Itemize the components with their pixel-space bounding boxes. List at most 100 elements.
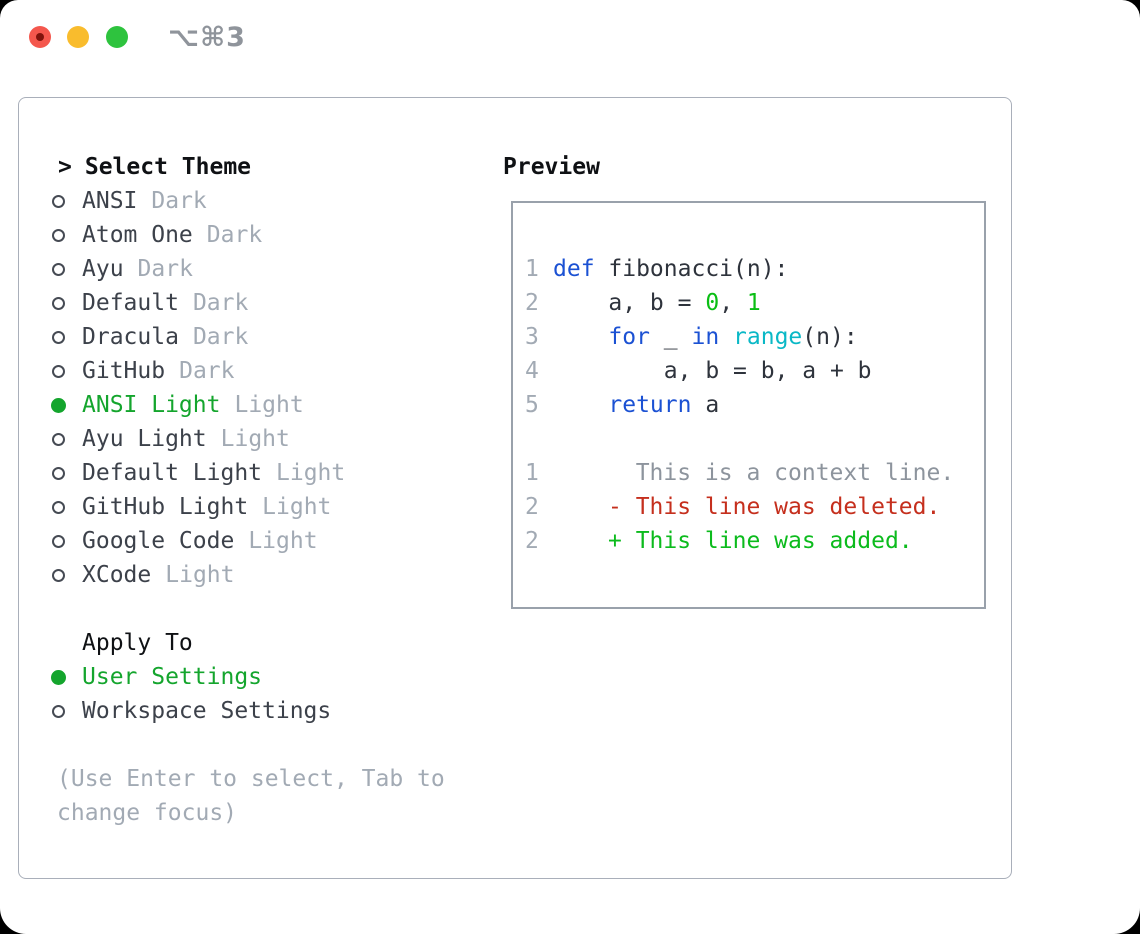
zoom-button[interactable]: [106, 26, 128, 48]
theme-name: XCode: [82, 562, 152, 588]
theme-name: Ayu Light: [82, 426, 207, 452]
theme-name: Atom One: [82, 222, 193, 248]
code-token: a, b =: [553, 290, 706, 316]
radio-unselected-icon: [52, 432, 65, 446]
diff-added-line: 2+ This line was added.: [525, 524, 984, 558]
code-token: a, b = b, a + b: [553, 358, 872, 384]
theme-option-atom-one-dark[interactable]: Atom One Dark: [49, 218, 481, 252]
diff-context-line: 1 This is a context line.: [525, 456, 984, 490]
apply-option-user-settings[interactable]: User Settings: [49, 660, 481, 694]
theme-option-default-light[interactable]: Default Light Light: [49, 456, 481, 490]
spacer: [49, 728, 481, 762]
theme-variant-badge: Dark: [151, 188, 207, 214]
theme-name: Default Light: [82, 460, 263, 486]
theme-option-ansi-dark[interactable]: ANSI Dark: [49, 184, 481, 218]
radio-unselected-icon: [52, 704, 65, 718]
code-token: def: [553, 256, 595, 282]
radio-unselected-icon: [52, 262, 65, 276]
radio-unselected-icon: [52, 500, 65, 514]
theme-option-default-dark[interactable]: Default Dark: [49, 286, 481, 320]
line-number: 2: [525, 494, 539, 520]
theme-selector-panel: > Select Theme ANSI Dark Atom One Dark A…: [18, 97, 1012, 879]
radio-unselected-icon: [52, 466, 65, 480]
line-number: 5: [525, 392, 539, 418]
code-token: for: [608, 324, 650, 350]
diff-text: - This line was deleted.: [608, 494, 941, 520]
code-line: 4 a, b = b, a + b: [525, 354, 984, 388]
radio-unselected-icon: [52, 364, 65, 378]
title-bar: ⌥⌘3: [0, 0, 1140, 70]
radio-unselected-icon: [52, 296, 65, 310]
apply-to-header: Apply To: [49, 626, 481, 660]
select-theme-title: Select Theme: [84, 154, 252, 180]
theme-name: Google Code: [82, 528, 235, 554]
radio-unselected-icon: [52, 568, 65, 582]
theme-variant-badge: Light: [248, 528, 318, 554]
close-button-dot-icon: [36, 33, 44, 41]
preview-title: Preview: [503, 154, 600, 180]
theme-option-google-code-light[interactable]: Google Code Light: [49, 524, 481, 558]
code-token: [553, 324, 608, 350]
theme-variant-badge: Dark: [192, 290, 249, 316]
radio-selected-icon: [51, 669, 66, 685]
line-number: 1: [525, 460, 539, 486]
theme-option-github-dark[interactable]: GitHub Dark: [49, 354, 481, 388]
theme-option-ayu-light[interactable]: Ayu Light Light: [49, 422, 481, 456]
theme-option-ansi-light[interactable]: ANSI Light Light: [49, 388, 481, 422]
code-line: 3 for _ in range(n):: [525, 320, 984, 354]
code-token: 1: [746, 290, 761, 316]
code-token: a: [691, 392, 720, 418]
theme-variant-badge: Dark: [192, 324, 249, 350]
theme-name: Ayu: [82, 256, 124, 282]
minimize-button[interactable]: [67, 26, 89, 48]
theme-name: GitHub Light: [82, 494, 249, 520]
select-theme-header: > Select Theme: [49, 150, 481, 184]
code-token: _: [649, 324, 692, 350]
theme-variant-badge: Light: [220, 426, 290, 452]
code-line: 2 a, b = 0, 1: [525, 286, 984, 320]
theme-name: ANSI: [82, 188, 138, 214]
theme-option-xcode-light[interactable]: XCode Light: [49, 558, 481, 592]
radio-unselected-icon: [52, 330, 65, 344]
line-number: 1: [525, 256, 539, 282]
left-column: > Select Theme ANSI Dark Atom One Dark A…: [49, 150, 481, 830]
diff-deleted-line: 2 - This line was deleted.: [525, 490, 984, 524]
code-token: return: [608, 392, 692, 418]
apply-option-label: Workspace Settings: [82, 698, 332, 724]
window-shortcut-label: ⌥⌘3: [168, 22, 246, 53]
code-token: range: [733, 324, 803, 350]
theme-name: GitHub: [82, 358, 166, 384]
code-token: [719, 324, 733, 350]
code-token: fibonacci(n):: [594, 256, 789, 282]
radio-selected-icon: [51, 397, 66, 413]
radio-unselected-icon: [52, 228, 65, 242]
theme-variant-badge: Light: [234, 392, 304, 418]
close-button[interactable]: [29, 26, 51, 48]
theme-option-dracula-dark[interactable]: Dracula Dark: [49, 320, 481, 354]
code-token: in: [691, 324, 720, 350]
line-number: 4: [525, 358, 539, 384]
code-token: [553, 392, 608, 418]
theme-name: Dracula: [82, 324, 179, 350]
theme-variant-badge: Dark: [137, 256, 193, 282]
theme-variant-badge: Dark: [179, 358, 235, 384]
theme-variant-badge: Light: [165, 562, 235, 588]
code-token: (n):: [802, 324, 858, 350]
theme-option-ayu-dark[interactable]: Ayu Dark: [49, 252, 481, 286]
line-number: 2: [525, 290, 539, 316]
apply-option-workspace-settings[interactable]: Workspace Settings: [49, 694, 481, 728]
keyboard-hint: (Use Enter to select, Tab to change focu…: [57, 766, 445, 826]
theme-variant-badge: Light: [276, 460, 346, 486]
theme-variant-badge: Light: [262, 494, 332, 520]
apply-option-label: User Settings: [82, 664, 263, 690]
preview-box: 1 def fibonacci(n): 2 a, b = 0, 1 3 for _…: [511, 201, 986, 609]
diff-text: + This line was added.: [608, 528, 913, 554]
theme-name: Default: [82, 290, 179, 316]
radio-unselected-icon: [52, 194, 65, 208]
theme-option-github-light[interactable]: GitHub Light Light: [49, 490, 481, 524]
code-line: 1 def fibonacci(n):: [525, 252, 984, 286]
theme-variant-badge: Dark: [206, 222, 263, 248]
apply-to-title: Apply To: [82, 630, 193, 656]
code-token: 0: [705, 290, 720, 316]
